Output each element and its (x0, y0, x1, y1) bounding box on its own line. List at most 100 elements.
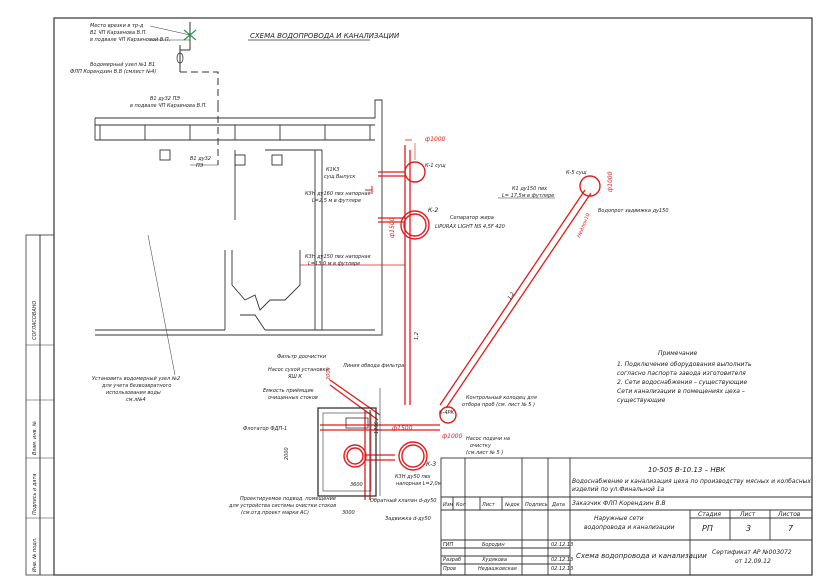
flotator-icon (343, 444, 367, 468)
drawing-label: в подвале ЧП Карзинова В.П. (130, 103, 207, 109)
drawing-label: ФЛП Корендзин В.В (смлист №4) (70, 69, 156, 75)
drawing-label: сущ.Выпуск (324, 174, 355, 180)
drawing-label: К1 ду150 пвх (512, 186, 547, 192)
building-plan (94, 99, 383, 336)
drawing-label: 2000 (284, 447, 290, 460)
well-k1 (404, 161, 426, 183)
page-title: СХЕМА ВОДОПРОВОДА И КАНАЛИЗАЦИИ (250, 32, 400, 40)
drawing-label: Подпись (525, 502, 548, 508)
sewer-network (300, 139, 592, 500)
drawing-label: существующие (617, 397, 666, 404)
drawing-label: ф1500 (392, 425, 413, 432)
drawing-label: Сертификат АР №003072 (712, 549, 792, 556)
drawing-label: L=13,0 м в футляре (308, 261, 360, 267)
drawing-label: Фильтр доочистки (277, 354, 327, 360)
drawing-label: водопровода и канализации (584, 524, 675, 531)
drawing-label: Флотатор ФДП-1 (243, 426, 287, 432)
drawing-label: Разраб (443, 557, 461, 563)
drawing-label: отбора проб (см. лист № 5 ) (462, 402, 535, 408)
doc-code: 10-505 В-10.13 – НВК (648, 466, 726, 474)
stamp-agreed: СОГЛАСОВАНО (32, 301, 38, 340)
drawing-label: в подвале ЧП Карзиновой В.П. (90, 37, 170, 43)
title-block (440, 457, 813, 576)
drawing-label: Изм (443, 502, 453, 508)
drawing-label: изделий по ул.Финальной 1а (572, 486, 665, 493)
drawing-label: 2000 (326, 367, 332, 380)
well-k4rk (439, 406, 457, 424)
drawing-label: Водомерный узел №1 В1 (90, 62, 155, 68)
drawing-label: очистку (470, 443, 492, 449)
drawing-label: Водоснабжение и канализация цеха по прои… (572, 478, 811, 485)
stamp-inv-dup: Взам. инв. № (32, 421, 38, 455)
drawing-label: 1200 (374, 421, 380, 434)
drawing-label: Лист (481, 502, 496, 508)
drawing-label: Обратный клапан d-ду50 (370, 498, 436, 504)
drawing-label: Недашковская (478, 566, 517, 572)
drawing-label: 1,2 (414, 332, 420, 340)
drawing-label: К-1 сущ (425, 163, 446, 169)
drawing-label: К3Н ду160 пвх напорная (305, 191, 371, 197)
drawing-label: для устройства системы очистки стоков (228, 503, 336, 509)
drawing-label: В1 ду32 ПЭ (150, 96, 180, 102)
drawing-label: 02.12.13 (551, 542, 573, 548)
side-stamp-frame-outer (25, 234, 41, 576)
drawing-label: ф1000 (425, 136, 446, 143)
drawing-label: Наружные сети (594, 515, 644, 522)
drawing-label: 7 (788, 524, 794, 533)
drawing-label: использования воды (106, 390, 161, 396)
drawing-label: Худякова (481, 557, 507, 563)
drawing-label: Насос подачи на (466, 436, 510, 442)
drawing-label: Бородин (482, 542, 505, 548)
drawing-label: Нейлон10 (576, 212, 591, 238)
drawing-label: Сепаратор жира (450, 215, 494, 221)
side-stamp-frame (39, 234, 55, 576)
treatment-room (317, 388, 381, 497)
drawing-label: 02.12.13 (551, 557, 573, 563)
drawing-label: Емкость приёмщик (263, 388, 314, 394)
drawing-label: (см.отд.проект марки АС) (241, 510, 309, 516)
drawing-label: Проектируемое подвод. помещение (240, 496, 336, 502)
drawing-label: Задвижка d-ду50 (385, 516, 431, 522)
drawing-label: от 12.09.12 (735, 558, 771, 565)
drawing-label: для учета безвозвратного (101, 383, 171, 389)
drawing-label: К1К3 (326, 167, 339, 173)
drawing-label: Стадия (698, 511, 721, 518)
drawing-label: (см.лист № 5 ) (466, 450, 503, 456)
well-k5 (579, 175, 601, 197)
drawing-label: ф1500 (389, 217, 396, 238)
drawing-label: В1 ЧП Карзинова В.П. (90, 30, 147, 36)
drawing-label: LIPURAX LIGHT NS 4,5F 420 (435, 224, 505, 230)
drawing-label: Контрольный колодец для (466, 395, 537, 401)
drawing-label: ф1000 (442, 433, 463, 440)
drawing-label: В1 ду32 (190, 156, 211, 162)
drawing-label: L=2,5 м в футляре (312, 198, 361, 204)
drawing-label: №док (504, 502, 520, 508)
drawing-label: Водопрот задвижка ду150 (598, 208, 669, 214)
stamp-sign-date: Подпись и дата (32, 474, 38, 515)
drawing-label: К-5 сущ (566, 170, 587, 176)
drawing-label: Насос сухой установки (268, 367, 330, 373)
drawing-label: ЯШ К (287, 374, 302, 380)
drawing-label: К-3 (426, 461, 436, 468)
drawing-label: Установить водомерный узел №2 (92, 376, 180, 382)
well-k3 (398, 441, 428, 471)
drawing-label: 2. Сети водоснабжения – существующие (617, 379, 747, 386)
drawing-label: 1. Подключение оборудования выполнить (617, 361, 752, 368)
drawing-label: согласно паспорта завода изготовителя (617, 370, 746, 377)
drawing-label: ПЭ (196, 163, 204, 169)
drawing-label: 3000 (342, 510, 355, 516)
drawing-name: Схема водопровода и канализации (576, 552, 707, 560)
drawing-label: ф1000 (607, 171, 614, 192)
drawing-label: 02.12.13 (551, 566, 573, 572)
drawing-label: Кол (456, 502, 467, 508)
drawing-label: Заказчик ФЛП Корендзин В.В (572, 500, 666, 507)
drawing-label: Пров (443, 566, 456, 572)
drawing-label: Сети канализации в помещениях цеха – (617, 388, 745, 395)
drawing-label: К-4РК (439, 410, 455, 416)
meter-icon (176, 52, 184, 64)
drawing-label: Линия обвода фильтра (342, 363, 404, 369)
drawing-label: L= 17,5м в футляре (502, 193, 554, 199)
drawing-label: Дата (551, 502, 565, 508)
drawing-label: Лист (739, 511, 756, 518)
